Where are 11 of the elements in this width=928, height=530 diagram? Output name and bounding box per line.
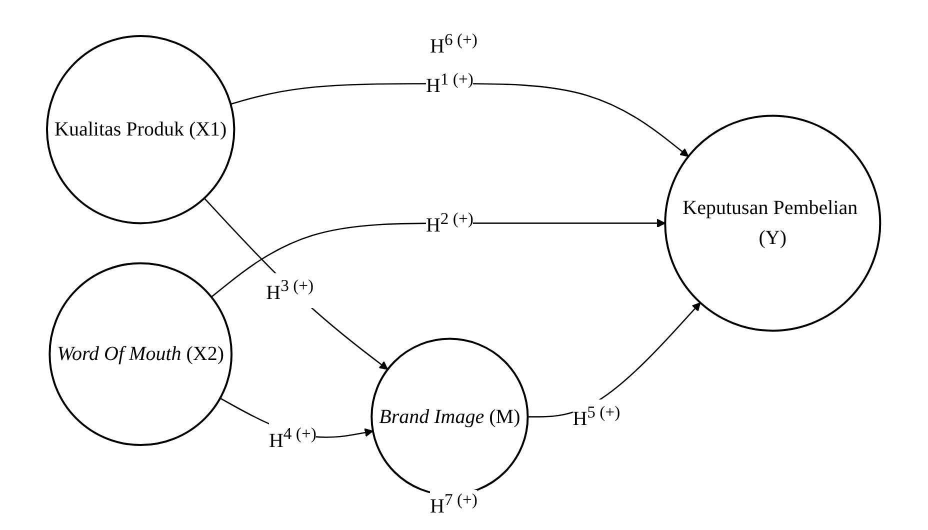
edge-label: H$^{5 (+)}$ bbox=[573, 402, 621, 430]
edge-label: H$^{2 (+)}$ bbox=[426, 208, 474, 236]
edge-label: H$^{3 (+)}$ bbox=[266, 276, 314, 304]
arrow bbox=[211, 218, 666, 298]
node-circle: Keputusan Pembelian (Y) bbox=[664, 114, 882, 332]
edge-label: H$^{1 (+)}$ bbox=[426, 68, 474, 96]
edge-label: H$^{4 (+)}$ bbox=[269, 424, 317, 452]
node-circle: Word Of Mouth (X2) bbox=[49, 262, 233, 446]
arrow bbox=[204, 197, 388, 370]
node-circle: Kualitas Produk (X1) bbox=[46, 34, 236, 224]
arrow bbox=[230, 82, 690, 156]
